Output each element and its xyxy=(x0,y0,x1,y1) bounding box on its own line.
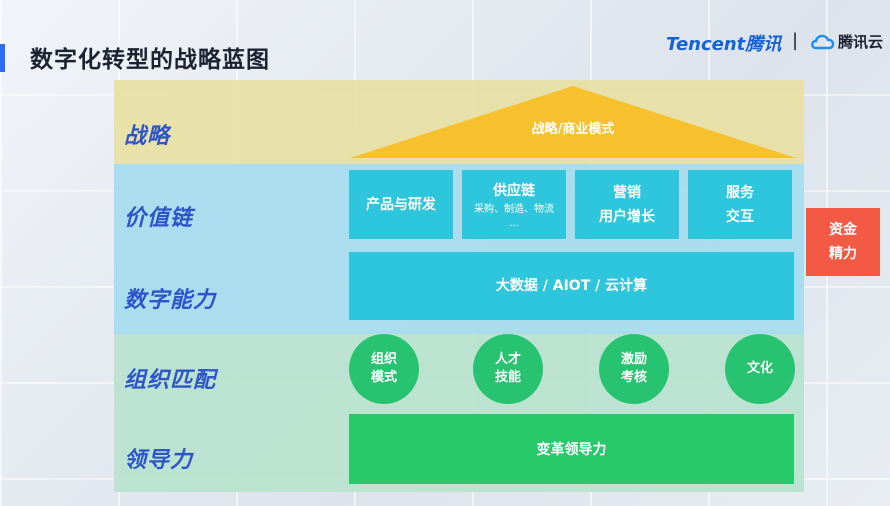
digital-capability-box: 大数据 / AIOT / 云计算 xyxy=(349,252,794,320)
org-circle-talent-line2: 技能 xyxy=(494,370,521,385)
value-box-marketing-detail: 用户增长 xyxy=(599,208,655,225)
value-box-supply-detail: 采购、制造、物流 xyxy=(474,203,554,215)
title-accent-bar xyxy=(0,44,5,72)
funding-line2: 精力 xyxy=(829,246,857,262)
org-circle-talent: 人才 技能 xyxy=(473,334,543,404)
org-circle-talent-line1: 人才 xyxy=(494,352,521,367)
tencent-logo: Tencent腾讯 xyxy=(666,30,781,56)
value-box-marketing-label: 营销 xyxy=(613,184,641,201)
org-circle-culture: 文化 xyxy=(725,334,795,404)
layer-label-strategy: 战略 xyxy=(124,124,171,149)
tencent-logo-en: Tencent xyxy=(666,34,746,55)
digital-capability-label: 大数据 / AIOT / 云计算 xyxy=(495,278,648,294)
logo-separator: | xyxy=(792,30,799,51)
value-box-rnd: 产品与研发 xyxy=(349,170,453,239)
value-box-marketing: 营销 用户增长 xyxy=(575,170,679,239)
value-box-supply-ellipsis: ... xyxy=(509,217,519,229)
layer-label-digital: 数字能力 xyxy=(124,288,217,313)
org-circle-incentive-line1: 激励 xyxy=(620,352,647,367)
org-circle-model-line1: 组织 xyxy=(370,352,397,367)
tencent-cloud-logo-text: 腾讯云 xyxy=(838,33,884,51)
org-circle-model: 组织 模式 xyxy=(349,334,419,404)
page-title: 数字化转型的战略蓝图 xyxy=(30,47,270,73)
value-box-service-label: 服务 xyxy=(726,184,754,201)
tencent-logo-cn: 腾讯 xyxy=(745,34,782,55)
funding-line1: 资金 xyxy=(829,222,857,238)
funding-box: 资金 精力 xyxy=(806,208,880,276)
strategy-roof-label: 战略/商业模式 xyxy=(531,122,615,137)
org-circle-incentive-line2: 考核 xyxy=(620,370,647,385)
value-box-supply: 供应链 采购、制造、物流 ... xyxy=(462,170,566,239)
leadership-label: 变革领导力 xyxy=(536,442,607,458)
strategy-roof xyxy=(350,86,796,158)
value-box-service: 服务 交互 xyxy=(688,170,792,239)
layer-label-leadership: 领导力 xyxy=(124,448,194,473)
value-box-rnd-label: 产品与研发 xyxy=(366,196,436,213)
value-box-service-detail: 交互 xyxy=(726,208,754,225)
layer-label-org: 组织匹配 xyxy=(124,368,217,393)
layer-label-value-chain: 价值链 xyxy=(124,206,194,231)
leadership-bar: 变革领导力 xyxy=(349,414,794,484)
org-circle-culture-line1: 文化 xyxy=(746,361,773,376)
org-circle-incentive: 激励 考核 xyxy=(599,334,669,404)
value-box-supply-label: 供应链 xyxy=(493,182,535,199)
org-circle-model-line2: 模式 xyxy=(370,370,397,385)
cloud-icon xyxy=(811,34,835,50)
